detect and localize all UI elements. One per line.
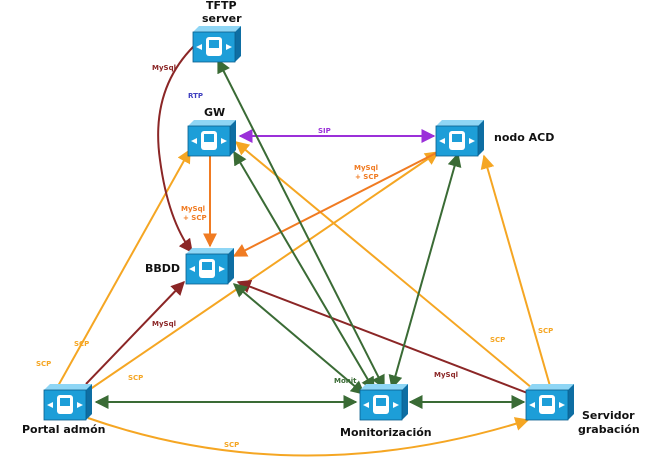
edge-monit-acd [388, 152, 462, 390]
node-servidor-label-line1: Servidor [582, 409, 635, 422]
node-tftp-server[interactable] [192, 26, 241, 63]
mysql-tftp-label: MySql [152, 64, 176, 72]
node-acd-label: nodo ACD [494, 131, 554, 144]
node-gw-label: GW [204, 106, 225, 119]
phone-device-icon [192, 26, 241, 63]
scp-portal-servidor-label: SCP [224, 441, 239, 449]
scp-servidor-gw-label: SCP [490, 336, 505, 344]
scp-portal-left-label: SCP [36, 360, 51, 368]
phone-device-icon [43, 384, 92, 421]
scp-portal-up-label: SCP [74, 340, 89, 348]
rtp-label: RTP [188, 92, 203, 100]
node-monit-label: Monitorización [340, 426, 432, 439]
scp-portal-acd-label: SCP [128, 374, 143, 382]
node-tftp-label-line1: TFTP [206, 0, 237, 12]
node-monitorizacion[interactable] [359, 384, 408, 421]
edge-portal-bbdd [85, 280, 185, 385]
monit-label: Monit [334, 377, 357, 385]
edge-portal-acd [85, 151, 440, 393]
edge-portal-gw [57, 148, 191, 387]
node-tftp-label-line2: server [202, 12, 242, 25]
edge-monit-tftp [217, 58, 385, 390]
node-portal-label: Portal admón [22, 423, 105, 436]
scp-servidor-acd-label: SCP [538, 327, 553, 335]
mysql-acd-label-2: + SCP [355, 173, 379, 181]
edge-servidor-bbdd [236, 279, 531, 395]
phone-device-icon [185, 248, 234, 285]
mysql-portal-label: MySql [152, 320, 176, 328]
edges [57, 45, 551, 457]
node-bbdd[interactable] [185, 248, 234, 285]
edge-servidor-acd [480, 154, 551, 387]
mysql-gw-label-2: + SCP [183, 214, 207, 222]
sip-label: SIP [318, 127, 331, 135]
phone-device-icon [435, 120, 484, 157]
node-gw[interactable] [187, 120, 236, 157]
node-servidor-grabacion[interactable] [525, 384, 574, 421]
nodes: TFTP server GW nodo [22, 0, 640, 439]
edge-portal-servidor [87, 417, 530, 457]
node-acd[interactable] [435, 120, 484, 157]
mysql-servidor-label: MySql [434, 371, 458, 379]
edge-tftp-bbdd [157, 45, 195, 254]
node-servidor-label-line2: grabación [578, 423, 640, 436]
edge-monit-bbdd [232, 283, 366, 395]
phone-device-icon [525, 384, 574, 421]
phone-device-icon [359, 384, 408, 421]
edge-monit-gw [233, 150, 375, 392]
mysql-gw-label-1: MySql [181, 205, 205, 213]
mysql-acd-label-1: MySql [354, 164, 378, 172]
node-bbdd-label: BBDD [145, 262, 180, 275]
edge-labels: RTP MySql MySql + SCP MySql + SCP SIP My… [36, 64, 553, 449]
phone-device-icon [187, 120, 236, 157]
node-portal-admon[interactable] [43, 384, 92, 421]
